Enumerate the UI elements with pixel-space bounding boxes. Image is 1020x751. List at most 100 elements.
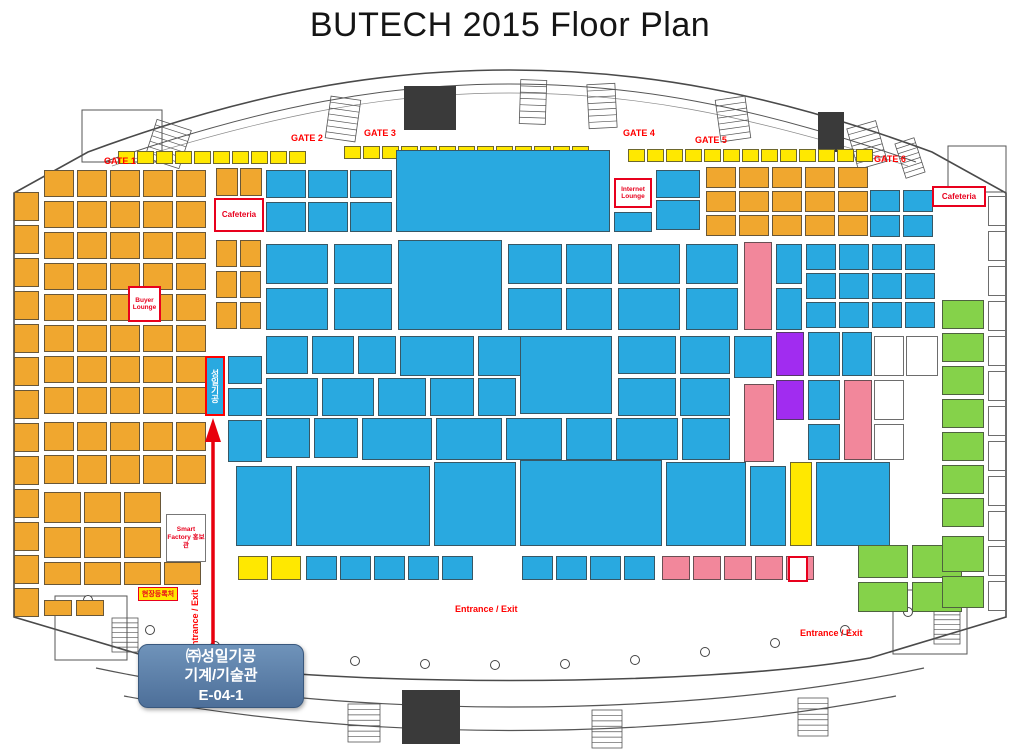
booth [590, 556, 621, 580]
booth [398, 240, 502, 330]
booth [306, 556, 337, 580]
structure-block [818, 112, 844, 152]
booth [296, 466, 430, 546]
booth [176, 387, 206, 414]
booth [839, 302, 869, 328]
booth [271, 556, 301, 580]
booth [400, 336, 474, 376]
booth [988, 476, 1006, 506]
stairs-hatch [324, 95, 362, 143]
booth [110, 170, 140, 197]
structural-column [700, 647, 710, 657]
booth [266, 202, 306, 232]
booth [988, 511, 1006, 541]
booth [942, 576, 984, 608]
booth [44, 492, 81, 523]
booth [84, 527, 121, 558]
booth [988, 406, 1006, 436]
booth [772, 167, 802, 188]
booth [838, 167, 868, 188]
booth [706, 191, 736, 212]
booth [143, 455, 173, 484]
booth [628, 149, 645, 162]
booth [266, 170, 306, 198]
booth [806, 273, 836, 299]
booth [686, 244, 738, 284]
booth [680, 378, 730, 416]
booth [143, 232, 173, 259]
booth [776, 288, 802, 330]
gate-label: GATE 1 [104, 156, 136, 166]
stairs-hatch [518, 79, 548, 125]
cafeteria-box-left: Cafeteria [214, 198, 264, 232]
booth [723, 149, 740, 162]
booth [363, 146, 380, 159]
booth [508, 288, 562, 330]
booth [14, 555, 39, 584]
booth [874, 380, 904, 420]
booth [903, 215, 933, 237]
structural-column [840, 625, 850, 635]
booth [143, 387, 173, 414]
booth [77, 422, 107, 451]
booth [750, 466, 786, 546]
booth [874, 424, 904, 460]
booth [266, 244, 328, 284]
booth [618, 244, 680, 284]
booth [685, 149, 702, 162]
booth [520, 336, 612, 414]
booth [266, 336, 308, 374]
booth [776, 380, 804, 420]
booth [44, 170, 74, 197]
booth [906, 336, 938, 376]
booth [176, 294, 206, 321]
lobby-inner-arc [103, 83, 917, 163]
booth [790, 462, 812, 546]
booth [77, 232, 107, 259]
booth [232, 151, 249, 164]
booth [77, 263, 107, 290]
structural-column [630, 655, 640, 665]
booth [744, 242, 772, 330]
booth [374, 556, 405, 580]
entrance-exit-label: Entrance / Exit [190, 589, 200, 652]
booth [693, 556, 721, 580]
booth [942, 465, 984, 494]
booth [124, 492, 161, 523]
booth [176, 356, 206, 383]
booth [378, 378, 426, 416]
booth [14, 357, 39, 386]
booth [77, 294, 107, 321]
booth [44, 562, 81, 585]
booth [566, 418, 612, 460]
booth [755, 556, 783, 580]
booth [942, 366, 984, 395]
booth [289, 151, 306, 164]
booth [312, 336, 354, 374]
booth [44, 325, 74, 352]
booth [662, 556, 690, 580]
entrance-exit-label: Entrance / Exit [800, 628, 863, 638]
highlighted-small-box [788, 556, 808, 582]
booth [434, 462, 516, 546]
booth [704, 149, 721, 162]
booth [314, 418, 358, 458]
booth [724, 556, 752, 580]
booth [739, 191, 769, 212]
booth [176, 232, 206, 259]
booth [905, 244, 935, 270]
booth [706, 215, 736, 236]
booth [110, 201, 140, 228]
booth [776, 332, 804, 376]
booth [806, 302, 836, 328]
booth [666, 462, 746, 546]
booth [358, 336, 396, 374]
stairs-hatch [894, 137, 926, 179]
booth [240, 271, 261, 298]
booth [143, 356, 173, 383]
booth [14, 324, 39, 353]
booth [14, 489, 39, 518]
booth [110, 387, 140, 414]
